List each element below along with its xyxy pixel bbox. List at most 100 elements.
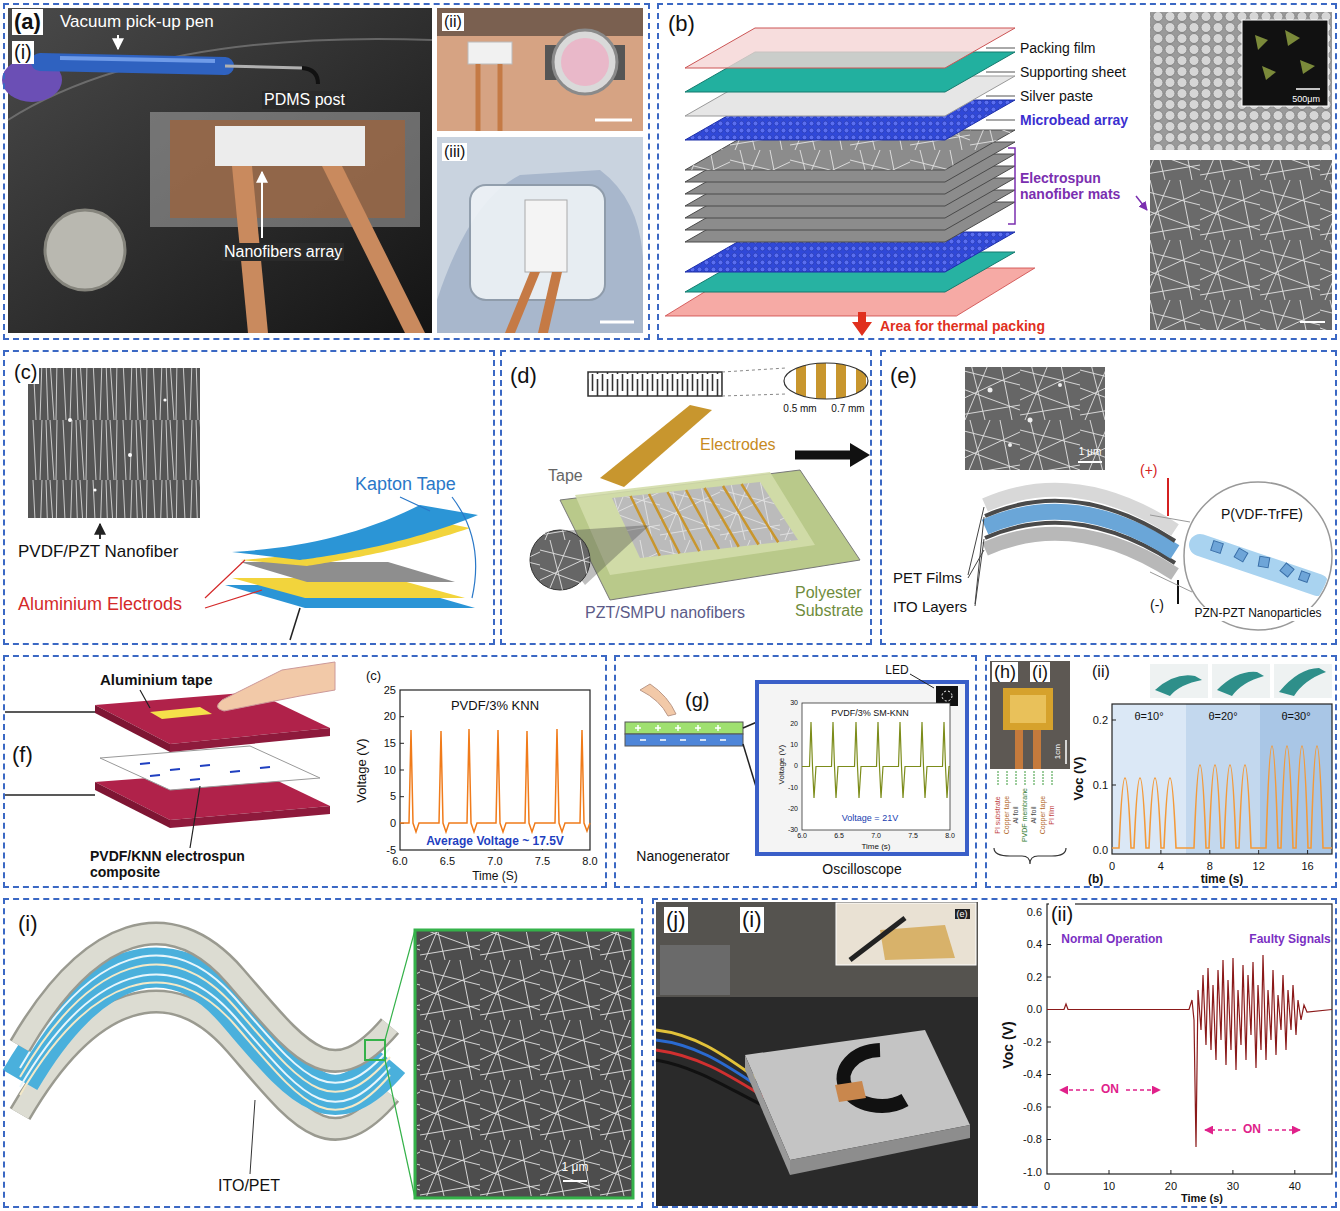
tick-label: 20 — [790, 720, 798, 728]
tick-label: -0.4 — [1023, 1068, 1042, 1081]
annotation-label: ITO Layers — [893, 598, 967, 615]
oscilloscope — [942, 691, 952, 701]
photo-wrist — [437, 8, 643, 131]
annotation-label: Packing film — [1020, 40, 1095, 56]
photo-setup — [302, 68, 318, 84]
figure-panel: (e)1 μmP(VDF-TrFE)(+)PET FilmsITO Layers… — [880, 350, 1337, 645]
annotation-label: Microbead array — [1020, 112, 1128, 128]
figure-panel: (i)ITO/PET1 μm — [3, 898, 643, 1208]
wavy-device — [20, 934, 390, 1061]
device-sketch — [530, 530, 590, 590]
tick-label: 25 — [384, 684, 396, 697]
photo-wrist — [498, 64, 503, 131]
tick-label: 30 — [790, 699, 798, 707]
nanogenerator — [625, 684, 757, 790]
wavy-device — [250, 1100, 255, 1174]
photo-setup — [2, 8, 432, 333]
test-photo — [850, 918, 905, 960]
annotation-label: (+) — [1140, 462, 1158, 478]
panel-letter: (b) — [668, 11, 695, 36]
tick-label: 15 — [384, 737, 396, 750]
tick-label: 7.0 — [487, 855, 502, 868]
zoom-circle — [1211, 541, 1224, 554]
annotation-label: LED — [885, 664, 908, 678]
figure-panel: (f)Aluminium tapePVDF/KNN electrospun co… — [3, 655, 607, 888]
tick-label: -20 — [788, 805, 798, 813]
photo-gloved-hand — [525, 200, 567, 272]
layer-stack — [852, 312, 872, 336]
zoom-circle — [1184, 482, 1332, 630]
tick-label: 16 — [1301, 860, 1313, 873]
annotation-label: 500μm — [1292, 94, 1320, 104]
micrograph — [1242, 20, 1328, 106]
photo-wrist — [595, 119, 632, 122]
photo-setup — [170, 120, 405, 218]
annotation-label: Aluminium Electrods — [18, 594, 182, 615]
photo-setup — [8, 39, 432, 120]
annotation-label: 0.7 mm — [831, 403, 864, 415]
tick-label: 30 — [1227, 1180, 1239, 1193]
wavy-device — [20, 983, 390, 1110]
fault-chart — [1060, 1089, 1094, 1091]
photo-wrist — [437, 8, 643, 131]
micrograph — [1150, 160, 1332, 330]
panel-letter: (h) — [992, 662, 1018, 683]
device-sketch — [612, 482, 798, 558]
annotation-label: Voc (V) — [1000, 1021, 1016, 1068]
fault-chart — [1047, 904, 1332, 1174]
annotation-label: θ=30° — [1281, 710, 1310, 723]
device-layers — [400, 497, 476, 598]
test-photo — [836, 903, 976, 965]
layer-stack — [685, 28, 1015, 68]
panel-letter: (j) — [664, 907, 688, 932]
device-photo — [990, 661, 1070, 769]
tick-label: 0 — [390, 817, 396, 830]
press-device — [95, 782, 170, 828]
annotation-label: time (s) — [1201, 873, 1244, 887]
device-photo — [1033, 730, 1041, 769]
annotation-label: PET Films — [893, 569, 962, 586]
photo-setup — [261, 172, 263, 238]
layer-stack — [665, 28, 1035, 336]
photo-wrist — [468, 42, 512, 64]
bending-chart — [1279, 668, 1326, 696]
bent-device — [1167, 478, 1169, 516]
annotation-label: θ=20° — [1208, 710, 1237, 723]
micrograph — [1058, 383, 1062, 387]
annotation-label: 1 μm — [1079, 446, 1101, 458]
tick-label: 0 — [794, 762, 798, 770]
annotation-label: 1 μm — [562, 1161, 589, 1175]
electrode-pattern — [588, 372, 722, 396]
tick-label: 7.5 — [535, 855, 550, 868]
layer-stack — [986, 48, 1015, 120]
photo-setup — [60, 58, 215, 61]
micrograph — [1262, 66, 1276, 80]
voltage-chart — [400, 729, 590, 832]
test-photo — [656, 902, 978, 1206]
bending-chart — [1150, 664, 1208, 698]
oscilloscope — [910, 674, 934, 688]
fault-chart — [1047, 904, 1332, 1174]
micrograph — [1255, 35, 1268, 50]
press-device — [140, 690, 200, 848]
annotation-label: 0.5 mm — [783, 403, 816, 415]
micrograph — [28, 368, 200, 518]
micrograph — [99, 524, 101, 539]
test-photo — [835, 1081, 866, 1102]
micrograph — [988, 388, 993, 393]
bent-device — [1177, 580, 1179, 604]
micrograph — [28, 368, 200, 539]
micrograph — [28, 368, 200, 518]
zoom-circle — [1234, 548, 1248, 562]
fault-chart — [1126, 1089, 1160, 1091]
annotation-label: Oscilloscope — [822, 861, 901, 877]
annotation-label: PVDF membrane — [1021, 788, 1029, 842]
tick-label: 6.0 — [797, 832, 807, 840]
annotation-label: Nanofibers array — [222, 243, 344, 261]
tick-label: 0.1 — [1093, 779, 1108, 792]
tick-label: -5 — [386, 844, 396, 857]
micrograph — [1285, 30, 1300, 46]
zoom-circle — [1258, 556, 1270, 568]
fault-chart — [1205, 1129, 1236, 1131]
micrograph — [128, 453, 132, 457]
